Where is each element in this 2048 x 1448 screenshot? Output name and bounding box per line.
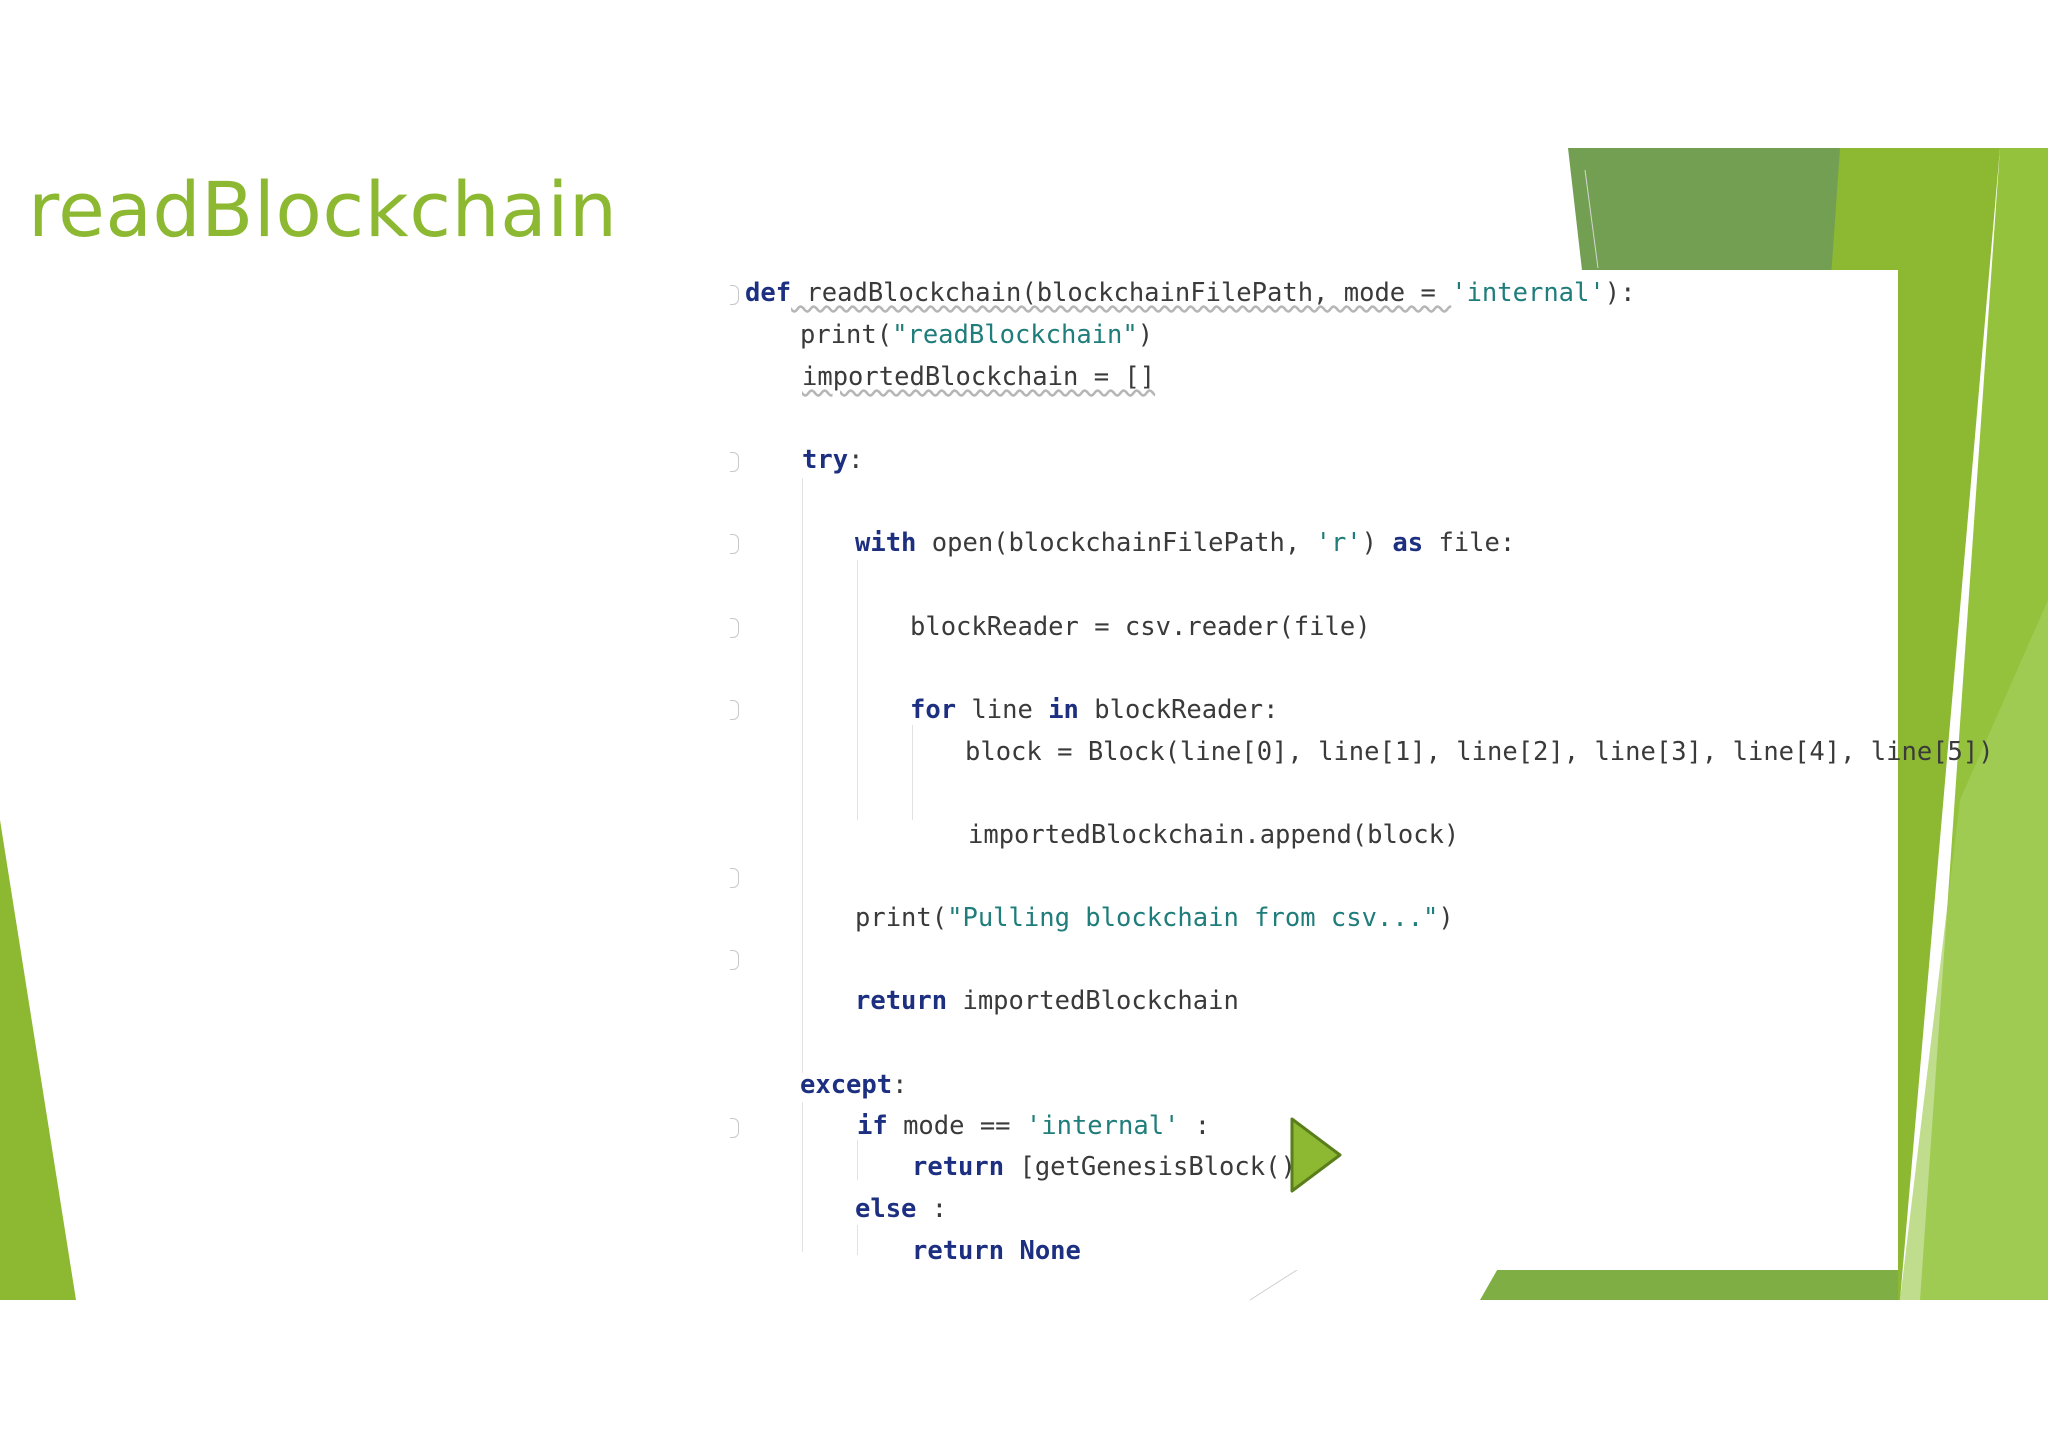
slide-title: readBlockchain	[28, 165, 618, 254]
code-line: print("readBlockchain")	[800, 320, 1154, 350]
indent-guide	[802, 1102, 803, 1252]
indent-guide	[912, 725, 913, 820]
indent-guide	[857, 1140, 858, 1180]
bg-shape-left	[0, 820, 76, 1300]
code-line: importedBlockchain.append(block)	[968, 820, 1460, 850]
fold-marker[interactable]	[730, 1118, 739, 1138]
code-line: blockReader = csv.reader(file)	[910, 612, 1371, 642]
code-line: with open(blockchainFilePath, 'r') as fi…	[855, 528, 1516, 558]
code-line: print("Pulling blockchain from csv...")	[855, 903, 1454, 933]
code-panel: def readBlockchain(blockchainFilePath, m…	[730, 270, 1994, 1270]
fold-marker[interactable]	[730, 618, 739, 638]
code-line: importedBlockchain = []	[802, 362, 1156, 392]
code-line: return None	[912, 1236, 1081, 1266]
code-line: else :	[855, 1194, 948, 1224]
code-line: return [getGenesisBlock()]	[912, 1152, 1312, 1182]
code-line: for line in blockReader:	[910, 695, 1279, 725]
indent-guide	[857, 1225, 858, 1255]
indent-guide	[802, 478, 803, 1073]
code-line: def readBlockchain(blockchainFilePath, m…	[745, 278, 1636, 308]
fold-marker[interactable]	[730, 868, 739, 888]
code-line: return importedBlockchain	[855, 986, 1239, 1016]
play-icon[interactable]	[1288, 1115, 1344, 1195]
indent-guide	[857, 560, 858, 820]
bg-line-2	[1584, 169, 1599, 269]
bg-shape-highlight	[1900, 600, 2048, 1300]
fold-marker[interactable]	[730, 534, 739, 554]
bg-shape-bottom	[1480, 1265, 1898, 1300]
code-line: if mode == 'internal' :	[857, 1111, 1211, 1141]
code-line: try:	[802, 445, 864, 475]
fold-marker[interactable]	[730, 950, 739, 970]
code-line: block = Block(line[0], line[1], line[2],…	[965, 737, 1994, 767]
fold-marker[interactable]	[730, 452, 739, 472]
fold-marker[interactable]	[730, 285, 739, 305]
fold-marker[interactable]	[730, 700, 739, 720]
code-line: except:	[800, 1070, 908, 1100]
bg-line	[1249, 1267, 1301, 1301]
